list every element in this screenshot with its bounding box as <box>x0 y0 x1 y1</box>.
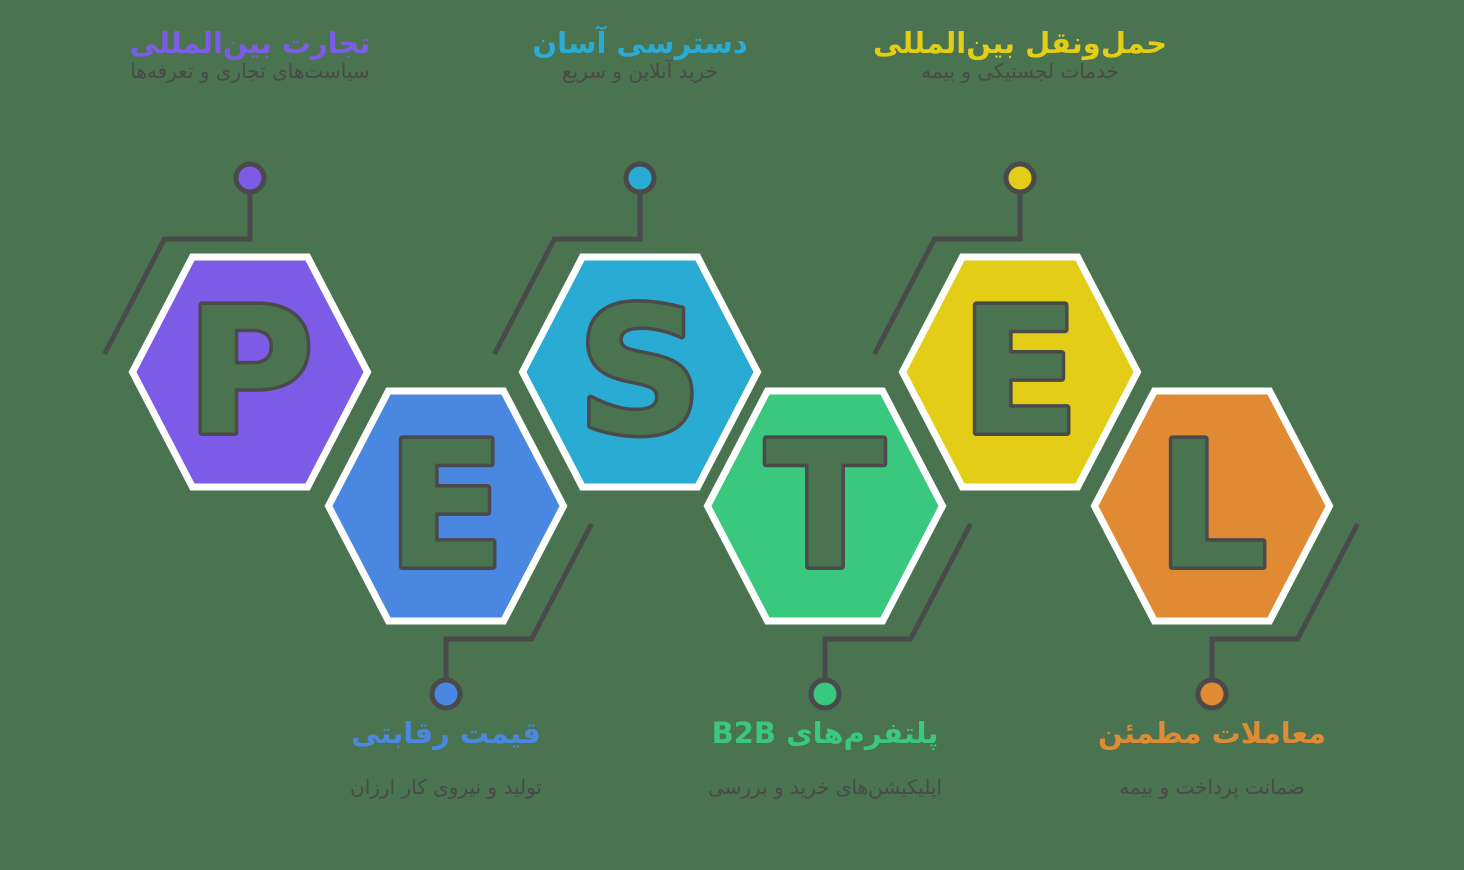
hexagon-p[interactable] <box>128 253 372 491</box>
hexagon-e1[interactable] <box>324 387 568 625</box>
hexagon-letter-s: S <box>577 272 703 475</box>
connector-dot-e1[interactable] <box>429 677 463 711</box>
connector-line-l <box>1209 522 1360 694</box>
hexagon-letter-e1: E <box>386 406 506 609</box>
hexagon-letter-l: L <box>1156 406 1268 609</box>
connector-line-e1 <box>443 522 594 694</box>
hexagon-group <box>128 253 1334 625</box>
hexagon-e2[interactable] <box>898 253 1142 491</box>
hexagon-s[interactable] <box>518 253 762 491</box>
hexagon-l[interactable] <box>1090 387 1334 625</box>
connector-line-t <box>822 522 973 694</box>
connector-line-s <box>492 178 643 356</box>
connector-dot-e2[interactable] <box>1003 161 1037 195</box>
connector-dot-p[interactable] <box>233 161 267 195</box>
connector-line-e2 <box>872 178 1023 356</box>
hexagon-letter-t: T <box>765 406 884 609</box>
hexagon-letter-p: P <box>186 272 314 475</box>
connector-lines-group <box>102 178 1360 694</box>
hexagon-letter-e2: E <box>960 272 1080 475</box>
connector-dots-group <box>233 161 1229 711</box>
connector-dot-t[interactable] <box>808 677 842 711</box>
hexagon-t[interactable] <box>703 387 947 625</box>
connector-dot-l[interactable] <box>1195 677 1229 711</box>
connector-dot-s[interactable] <box>623 161 657 195</box>
connector-line-p <box>102 178 253 356</box>
